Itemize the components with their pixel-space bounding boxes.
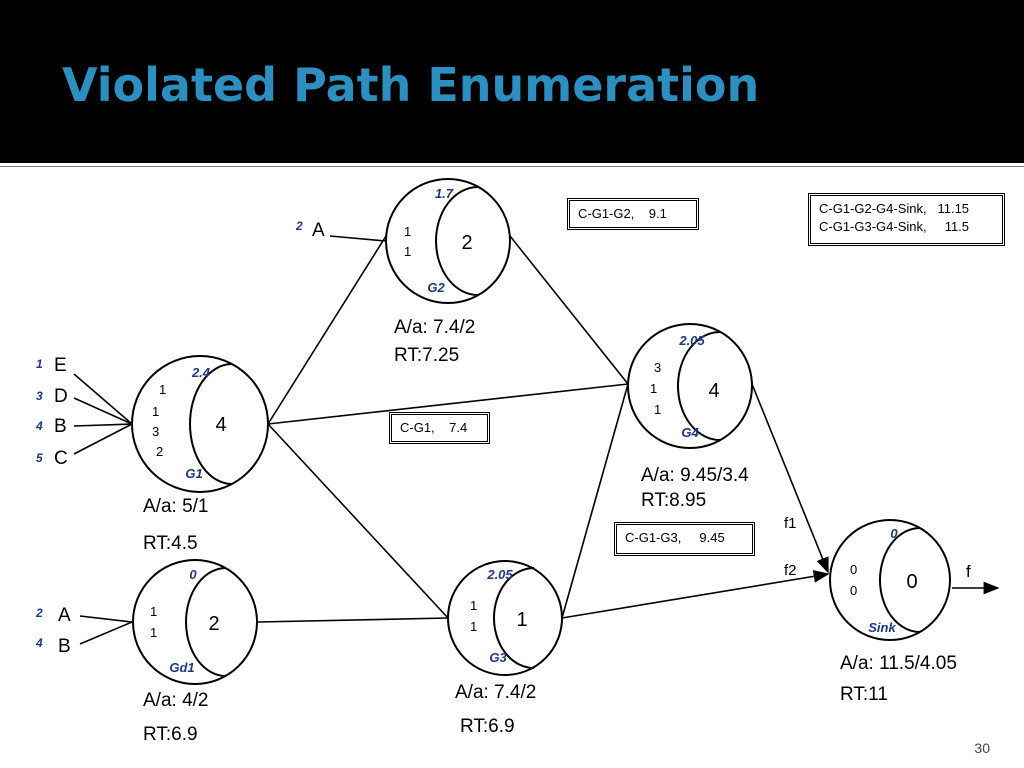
gate-gd1 [132, 559, 258, 685]
gate-g3-input-2: 1 [470, 619, 477, 634]
gd1-input-b-name: B [58, 636, 71, 657]
slide-title: Violated Path Enumeration [62, 58, 760, 112]
edge-label-f: f [966, 562, 971, 581]
edge-g2-g4 [509, 235, 629, 385]
gate-g3-value: 1 [516, 609, 527, 631]
gate-g4-input-1: 3 [654, 360, 661, 375]
g3-arrival: A/a: 7.4/2 [455, 682, 536, 703]
path-box-g1-g3: C-G1-G3, 9.45 [614, 522, 755, 556]
edge-g1-g2 [267, 235, 387, 425]
input-edge-g1-e [73, 373, 133, 425]
gate-g1-input-3: 3 [152, 424, 159, 439]
input-edge-gd1-a [79, 615, 133, 623]
gate-g2-input-1: 1 [404, 224, 411, 239]
sink-arrival: A/a: 11.5/4.05 [840, 653, 957, 674]
gate-g1 [131, 355, 269, 493]
gate-gd1-input-1: 1 [150, 604, 157, 619]
gate-g2 [385, 178, 511, 304]
edge-g1-g4 [267, 383, 629, 425]
gate-gd1-value: 2 [208, 613, 219, 635]
g2-required: RT:7.25 [394, 345, 459, 366]
gate-g4-input-2: 1 [650, 381, 657, 396]
input-edge-gd1-b [79, 621, 133, 645]
gd1-input-a-weight: 2 [35, 606, 43, 620]
gate-g4-delay: 2.05 [678, 333, 705, 348]
path-box-sink: C-G1-G2-G4-Sink, 11.15 C-G1-G3-G4-Sink, … [808, 193, 1005, 246]
input-edge-g2-a [329, 235, 387, 242]
gate-sink-input-1: 0 [850, 562, 857, 577]
gate-g1-input-4: 2 [156, 444, 163, 459]
gate-g1-input-2: 1 [152, 404, 159, 419]
gate-g4-name: G4 [681, 425, 699, 440]
path-box-g1-g2: C-G1-G2, 9.1 [567, 198, 699, 230]
g1-input-d-name: D [54, 386, 68, 407]
edge-g1-g3 [267, 423, 449, 619]
gd1-arrival: A/a: 4/2 [143, 690, 209, 711]
gd1-input-a-name: A [58, 605, 71, 626]
edge-gd1-g3 [257, 617, 449, 623]
input-edge-g1-c [73, 423, 133, 455]
edge-g3-g4 [561, 383, 629, 619]
gd1-input-b-weight: 4 [35, 636, 43, 650]
g1-input-e-name: E [54, 355, 67, 376]
gate-g4 [627, 323, 753, 449]
page-number: 30 [974, 740, 990, 756]
gate-g2-delay: 1.7 [435, 186, 454, 201]
g1-input-d-weight: 3 [36, 389, 43, 403]
gate-sink [829, 519, 951, 641]
gate-gd1-name: Gd1 [169, 660, 194, 675]
edge-label-f2: f2 [784, 562, 797, 579]
gate-sink-input-2: 0 [850, 583, 857, 598]
slide-header [0, 0, 1024, 160]
g1-required: RT:4.5 [143, 533, 198, 554]
gate-g2-value: 2 [461, 232, 472, 254]
input-edge-g1-d [73, 397, 133, 425]
gate-g3-input-1: 1 [470, 598, 477, 613]
gate-g3-delay: 2.05 [486, 567, 513, 582]
g4-arrival: A/a: 9.45/3.4 [641, 465, 749, 486]
gate-g1-name: G1 [185, 466, 202, 481]
g1-input-b-weight: 4 [35, 419, 43, 433]
gate-sink-value: 0 [906, 571, 917, 593]
g4-required: RT:8.95 [641, 490, 706, 511]
g2-input-a-name: A [312, 220, 325, 241]
g2-input-a-weight: 2 [295, 219, 303, 233]
g1-arrival: A/a: 5/1 [143, 496, 209, 517]
g2-arrival: A/a: 7.4/2 [394, 317, 475, 338]
gate-g1-input-1: 1 [159, 382, 166, 397]
gate-g3 [447, 560, 563, 676]
gate-g1-value: 4 [215, 414, 226, 436]
path-box-g1: C-G1, 7.4 [389, 412, 490, 444]
g1-input-c-name: C [54, 448, 68, 469]
gate-sink-delay: 0 [890, 526, 898, 541]
edge-g4-sink [751, 383, 829, 574]
header-divider-thin [0, 166, 1024, 167]
header-divider [0, 160, 1024, 163]
gate-sink-name: Sink [868, 620, 896, 635]
g1-input-e-weight: 1 [36, 357, 43, 371]
g1-input-c-weight: 5 [36, 451, 43, 465]
g3-required: RT:6.9 [460, 716, 515, 737]
gate-g3-name: G3 [489, 650, 507, 665]
edge-label-f1: f1 [784, 515, 797, 532]
g1-input-b-name: B [54, 416, 67, 437]
gate-g2-name: G2 [427, 280, 445, 295]
gate-gd1-input-2: 1 [150, 625, 157, 640]
gate-g2-input-2: 1 [404, 244, 411, 259]
gd1-required: RT:6.9 [143, 724, 198, 745]
gate-gd1-delay: 0 [189, 567, 197, 582]
gate-g1-delay: 2.4 [191, 365, 211, 380]
input-edge-g1-b [73, 423, 133, 427]
edge-g3-sink [561, 570, 830, 619]
gate-g4-input-3: 1 [654, 402, 661, 417]
sink-required: RT:11 [840, 684, 888, 705]
gate-g4-value: 4 [708, 380, 719, 402]
